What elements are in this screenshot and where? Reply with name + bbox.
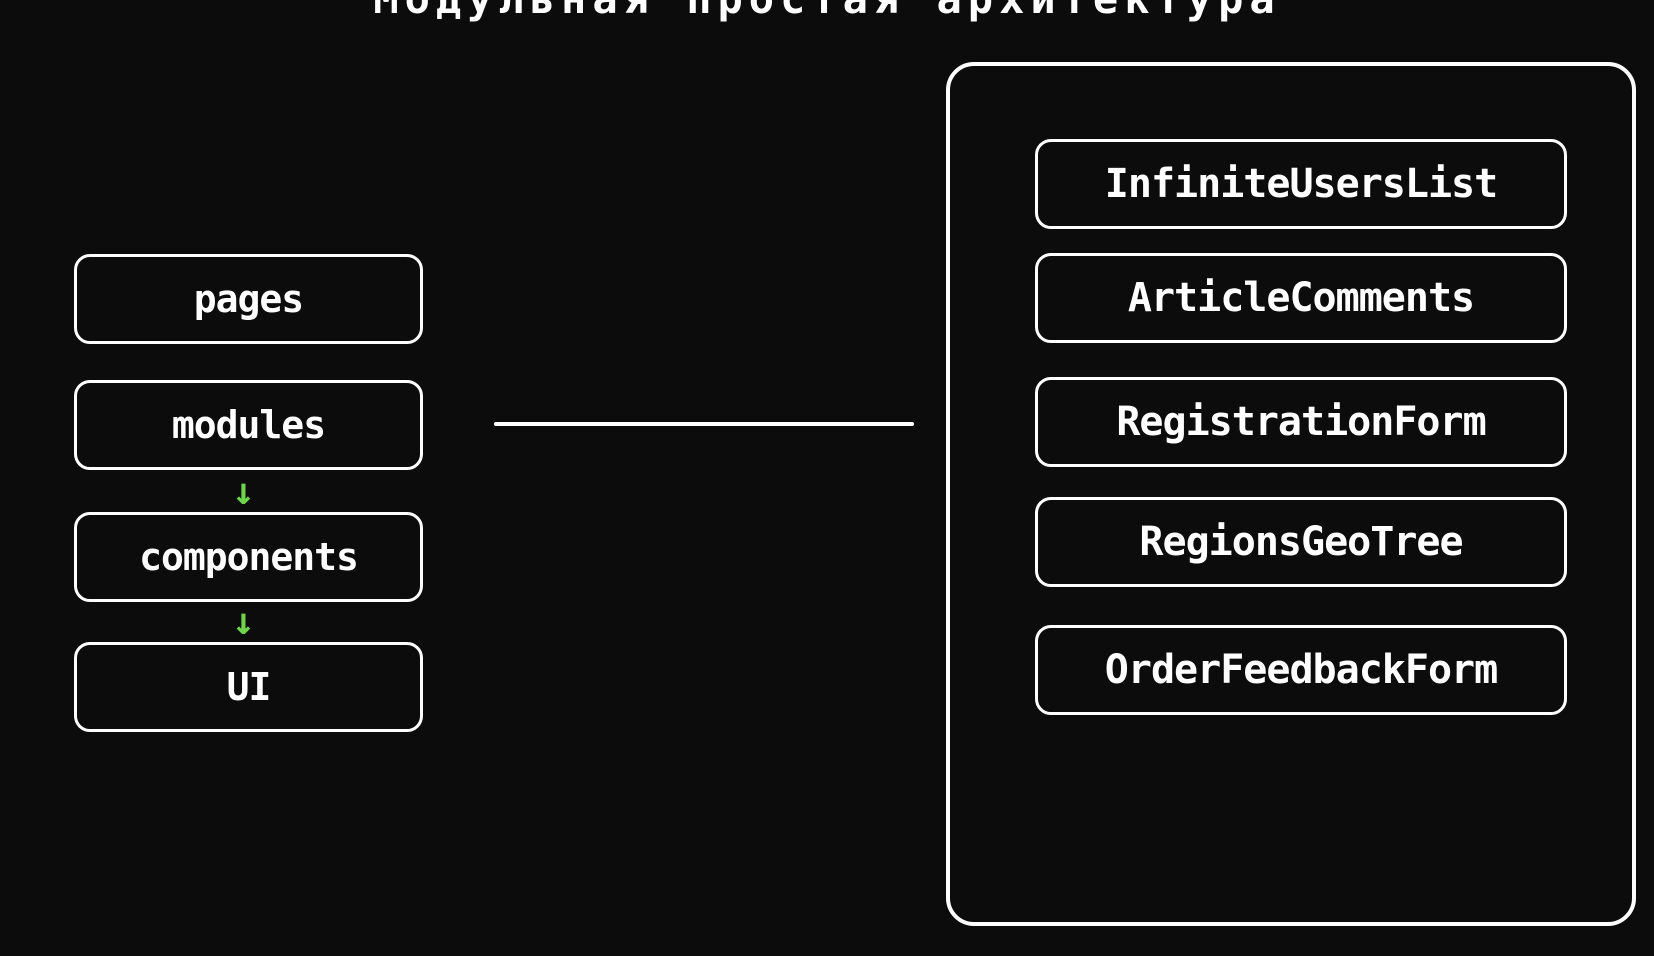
arrow-components-to-ui: ↓ (232, 599, 255, 643)
layer-pages: pages (74, 254, 423, 344)
module-article-comments: ArticleComments (1035, 253, 1567, 343)
modules-connector-line (494, 422, 914, 426)
modules-panel (946, 62, 1636, 926)
module-order-feedback-form: OrderFeedbackForm (1035, 625, 1567, 715)
layer-components: components (74, 512, 423, 602)
arrow-modules-to-components: ↓ (232, 469, 255, 513)
diagram-title: Модульная простая архитектура (0, 0, 1654, 23)
module-regions-geo-tree: RegionsGeoTree (1035, 497, 1567, 587)
module-registration-form: RegistrationForm (1035, 377, 1567, 467)
module-infinite-users-list: InfiniteUsersList (1035, 139, 1567, 229)
layer-modules: modules (74, 380, 423, 470)
layer-ui: UI (74, 642, 423, 732)
